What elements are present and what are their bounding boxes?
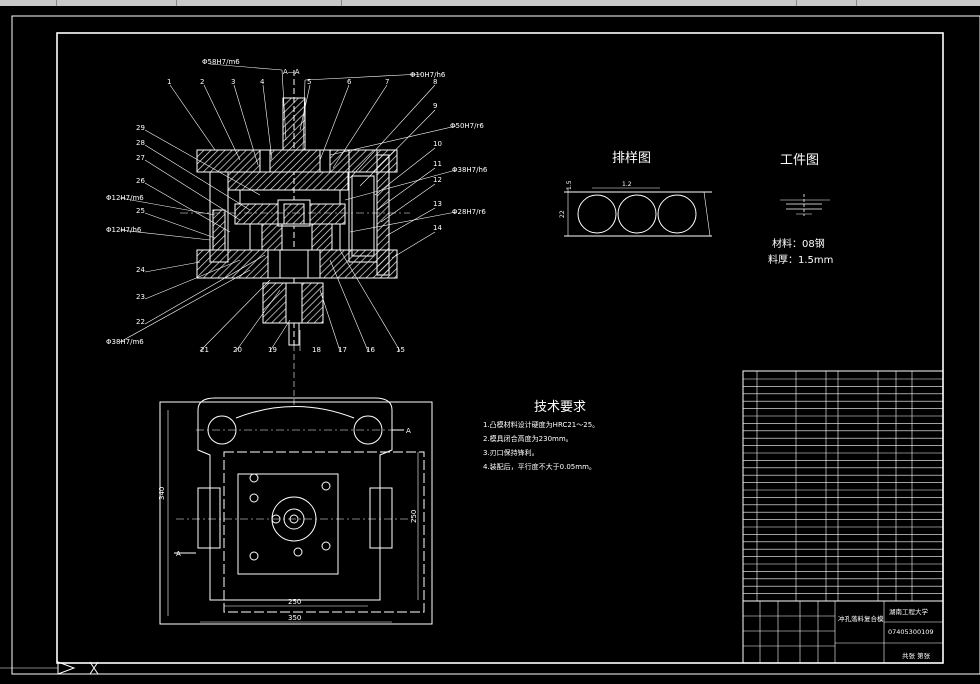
part-28: 28 — [136, 139, 145, 147]
fit-label-4: Φ38H7/h6 — [452, 166, 488, 174]
part-10: 10 — [433, 140, 442, 148]
part-24: 24 — [136, 266, 145, 274]
section-mark-left: A — [176, 550, 181, 558]
drawing-frame — [56, 32, 944, 664]
part-27: 27 — [136, 154, 145, 162]
section-mark-right: A — [406, 427, 411, 435]
dim-250: 250 — [288, 598, 301, 606]
strip-dim-1: 1.5 — [566, 180, 573, 190]
tech-req-item-2: 2.模具闭合高度为230mm。 — [483, 434, 573, 443]
title-block — [742, 600, 944, 664]
tab-4[interactable] — [341, 0, 797, 6]
tab-bar — [0, 0, 980, 6]
fit-label-6: Φ12H7/m6 — [106, 194, 144, 202]
leader-lines — [119, 63, 457, 352]
tech-req-item-3: 3.刃口保持锋利。 — [483, 448, 539, 457]
tech-req-item-4: 4.装配后，平行度不大于0.05mm。 — [483, 462, 596, 471]
fit-label-7: Φ12H7/h6 — [106, 226, 142, 234]
workpiece-view: 工件图 材料：08钢 料厚：1.5mm — [768, 153, 833, 266]
part-20: 20 — [233, 346, 242, 354]
section-view — [180, 70, 410, 346]
part-3: 3 — [231, 78, 235, 86]
strip-layout: 排样图 1.5 1.2 22 — [559, 151, 712, 237]
fit-label-8: Φ38H7/m6 — [106, 338, 144, 346]
part-13: 13 — [433, 200, 442, 208]
part-15: 15 — [396, 346, 405, 354]
dim-350: 350 — [288, 614, 301, 622]
part-14: 14 — [433, 224, 442, 232]
part-12: 12 — [433, 176, 442, 184]
fit-label-5: Φ28H7/r6 — [452, 208, 486, 216]
cad-drawing-canvas[interactable]: A—A Φ58H7/m6 Φ10H7/h6 Φ50H7/r6 Φ38H7/h6 … — [0, 6, 980, 684]
workpiece-title: 工件图 — [780, 153, 819, 168]
tab-5[interactable] — [796, 0, 857, 6]
part-23: 23 — [136, 293, 145, 301]
part-21: 21 — [200, 346, 209, 354]
section-labels: A—A Φ58H7/m6 Φ10H7/h6 Φ50H7/r6 Φ38H7/h6 … — [106, 58, 488, 354]
part-2: 2 — [200, 78, 204, 86]
part-1: 1 — [167, 78, 171, 86]
part-6: 6 — [347, 78, 352, 86]
fit-label-2: Φ10H7/h6 — [410, 71, 446, 79]
part-5: 5 — [307, 78, 311, 86]
technical-requirements: 技术要求 1.凸模材料设计硬度为HRC21〜25。 2.模具闭合高度为230mm… — [483, 400, 599, 471]
part-7: 7 — [385, 78, 389, 86]
part-25: 25 — [136, 207, 145, 215]
section-label: A—A — [283, 68, 300, 76]
tech-req-item-1: 1.凸模材料设计硬度为HRC21〜25。 — [483, 420, 599, 429]
part-29: 29 — [136, 124, 145, 132]
part-17: 17 — [338, 346, 347, 354]
dim-340: 340 — [158, 487, 166, 500]
fit-label-1: Φ58H7/m6 — [202, 58, 240, 66]
part-9: 9 — [433, 102, 437, 110]
part-19: 19 — [268, 346, 277, 354]
part-16: 16 — [366, 346, 375, 354]
part-11: 11 — [433, 160, 442, 168]
tab-3[interactable] — [176, 0, 342, 6]
part-22: 22 — [136, 318, 145, 326]
strip-dim-3: 22 — [559, 210, 566, 218]
dim-250-vertical: 250 — [410, 510, 418, 523]
tab-2[interactable] — [56, 0, 177, 6]
parts-list-table — [742, 370, 944, 602]
part-4: 4 — [260, 78, 265, 86]
strip-dim-2: 1.2 — [622, 181, 632, 188]
drawing-name: 冲孔落料复合模 — [838, 614, 884, 623]
plan-view — [159, 345, 433, 625]
ucs-icon — [0, 661, 99, 675]
fit-label-3: Φ50H7/r6 — [450, 122, 484, 130]
school-name: 湖南工程大学 — [889, 607, 929, 616]
drawing-number: 07405300109 — [888, 628, 934, 636]
workpiece-material: 材料：08钢 — [772, 237, 825, 250]
tab-1[interactable] — [0, 0, 57, 6]
sheet-info: 共张 第张 — [902, 651, 931, 660]
sheet-border — [11, 15, 980, 675]
part-8: 8 — [433, 78, 437, 86]
layout-title: 排样图 — [612, 151, 651, 166]
part-26: 26 — [136, 177, 145, 185]
part-18: 18 — [312, 346, 321, 354]
workpiece-thickness: 料厚：1.5mm — [768, 253, 833, 266]
tech-req-title: 技术要求 — [534, 400, 586, 415]
